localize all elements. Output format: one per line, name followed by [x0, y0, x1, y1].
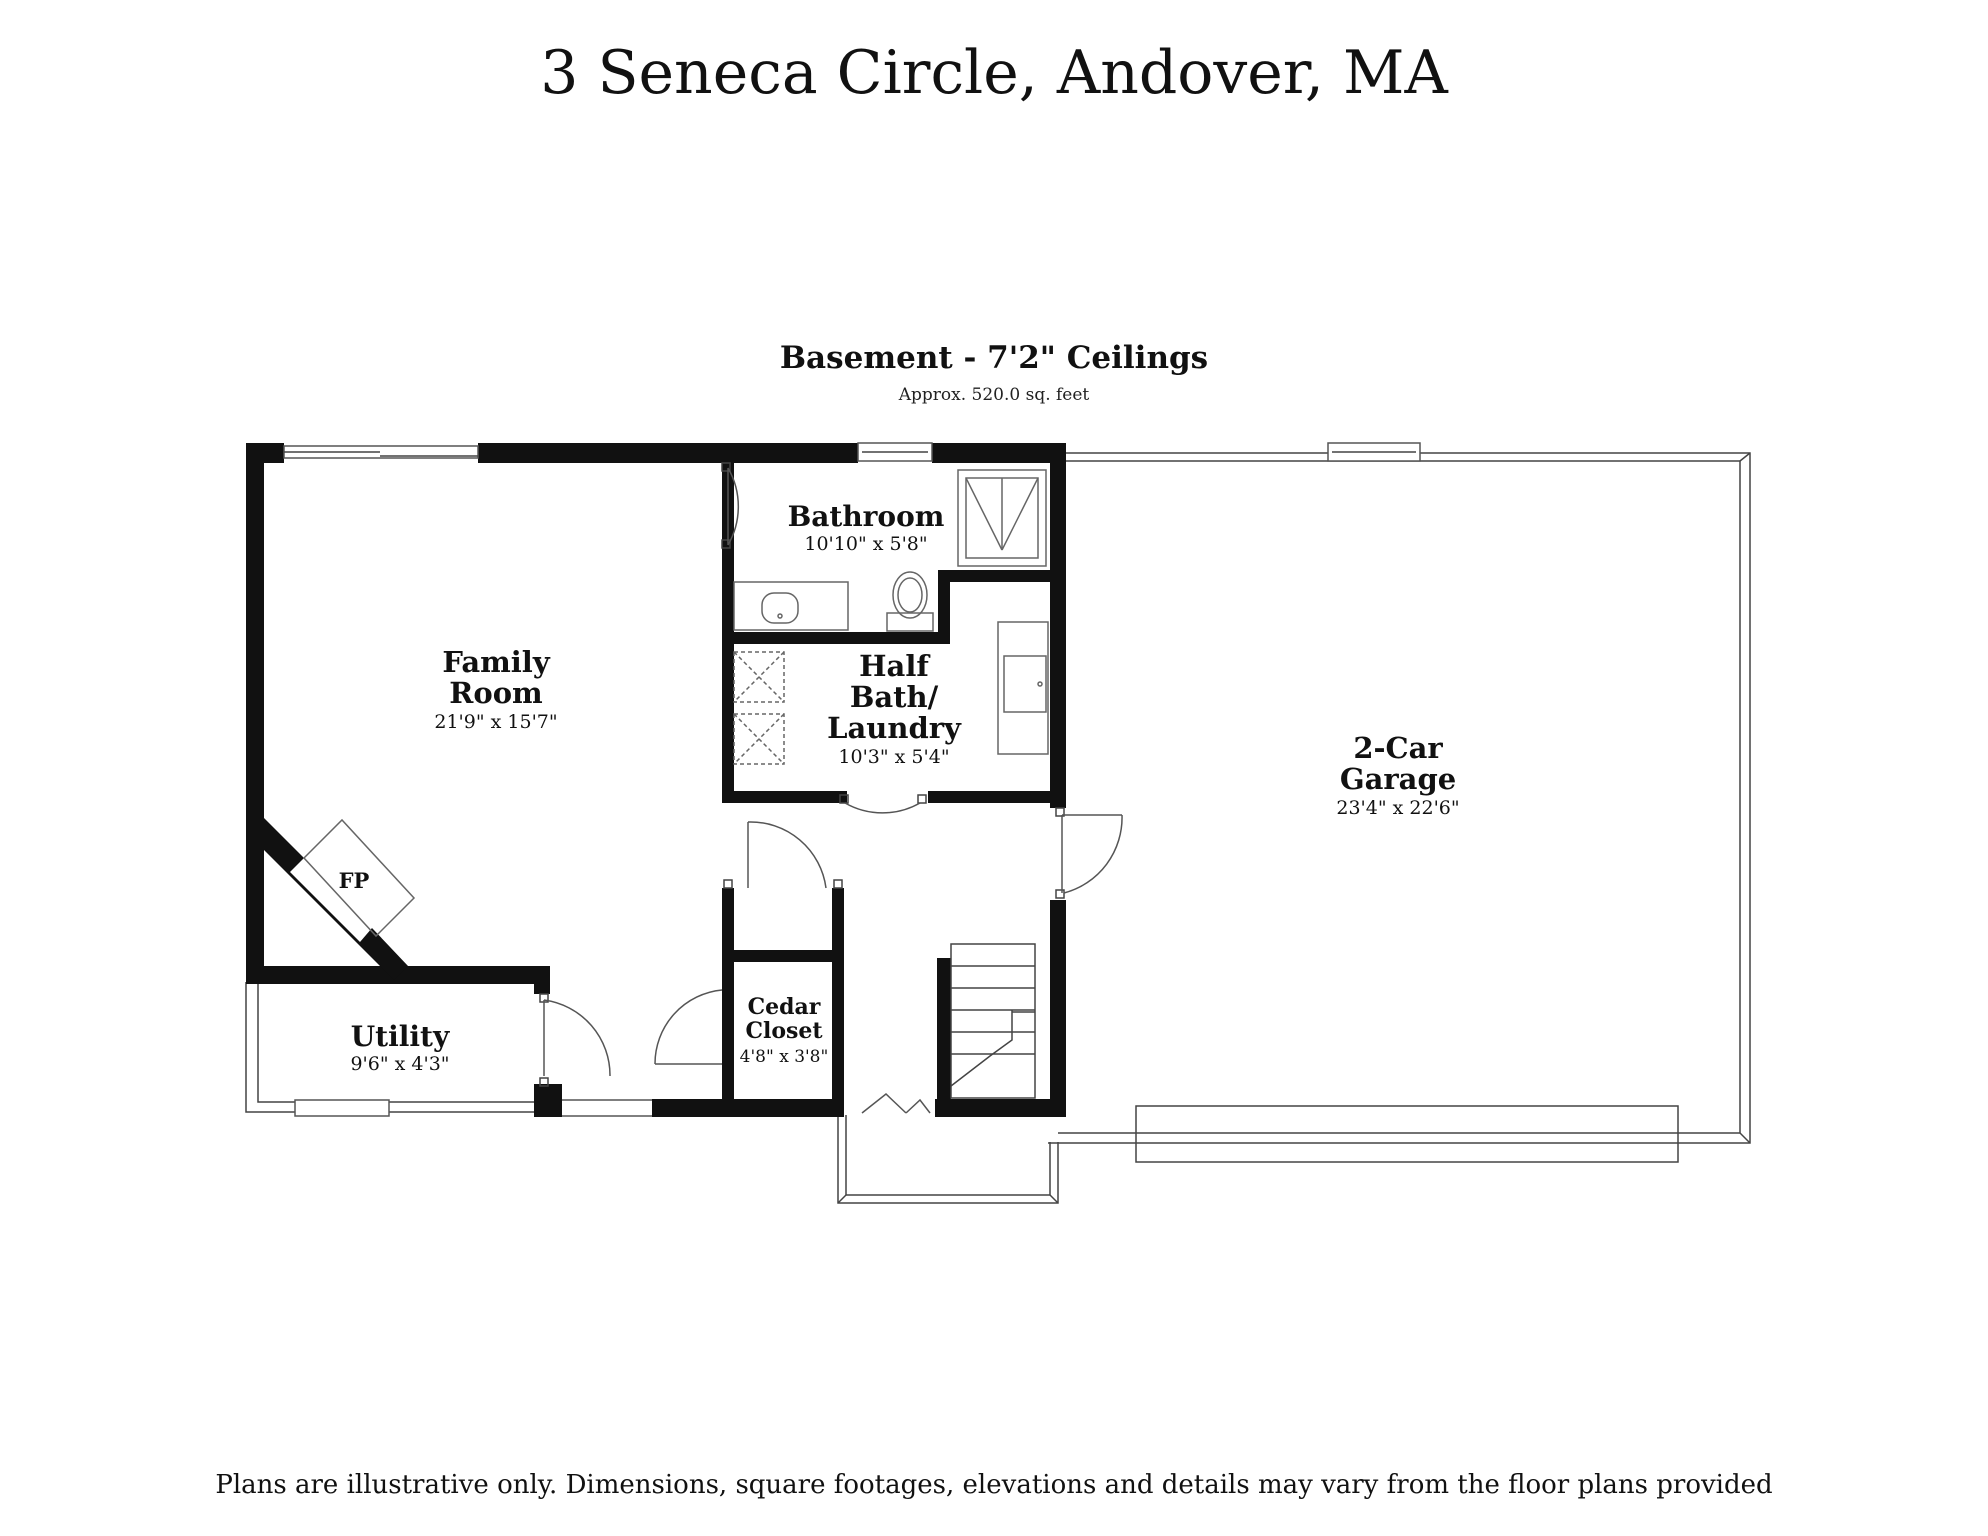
door-jambs — [539, 462, 1065, 1087]
fireplace-label: FP — [339, 868, 370, 893]
bathroom-dims: 10'10" x 5'8" — [804, 533, 927, 555]
floor-area: Approx. 520.0 sq. feet — [898, 385, 1090, 405]
utility-window — [294, 1099, 390, 1117]
page-title: 3 Seneca Circle, Andover, MA — [540, 38, 1448, 108]
half-bath-name-1: Half — [859, 649, 931, 683]
vanity-sink — [733, 581, 849, 631]
half-bath-name-3: Laundry — [827, 711, 962, 745]
walls — [246, 443, 1066, 1117]
family-room-name-2: Room — [449, 676, 543, 710]
washer — [733, 651, 785, 703]
toilet — [892, 571, 928, 619]
front-window — [559, 1099, 655, 1117]
fixtures — [302, 469, 1049, 938]
doors — [543, 467, 1123, 1114]
garage-dims: 23'4" x 22'6" — [1336, 797, 1459, 819]
stairs — [950, 943, 1036, 1099]
shower — [957, 469, 1047, 567]
utility-outline — [245, 982, 655, 1117]
disclaimer: Plans are illustrative only. Dimensions,… — [215, 1470, 1773, 1500]
top-windows — [283, 442, 933, 462]
garage-door — [1135, 1105, 1679, 1163]
family-room-name-1: Family — [442, 645, 551, 679]
cedar-closet-dims: 4'8" x 3'8" — [740, 1047, 829, 1067]
utility-name: Utility — [351, 1020, 450, 1053]
room-bathroom: Bathroom 10'10" x 5'8" — [788, 500, 945, 555]
room-family: Family Room 21'9" x 15'7" — [434, 645, 557, 733]
floor-title: Basement - 7'2" Ceilings — [779, 340, 1209, 376]
fireplace-hearth — [302, 818, 416, 938]
room-half-bath: Half Bath/ Laundry 10'3" x 5'4" — [827, 649, 962, 768]
family-room-dims: 21'9" x 15'7" — [434, 711, 557, 733]
room-cedar-closet: Cedar Closet 4'8" x 3'8" — [740, 994, 829, 1067]
half-bath-name-2: Bath/ — [850, 680, 939, 714]
bathroom-name: Bathroom — [788, 500, 945, 533]
utility-dims: 9'6" x 4'3" — [350, 1053, 449, 1075]
dryer — [733, 713, 785, 765]
half-bath-dims: 10'3" x 5'4" — [838, 746, 949, 768]
garage-name-1: 2-Car — [1353, 731, 1443, 765]
garage-outline — [1048, 442, 1751, 1163]
garage-name-2: Garage — [1340, 762, 1456, 796]
room-garage: 2-Car Garage 23'4" x 22'6" — [1336, 731, 1459, 819]
laundry-sink — [997, 621, 1049, 755]
entry-outline — [837, 1115, 1059, 1204]
room-utility: Utility 9'6" x 4'3" — [350, 1020, 450, 1075]
cedar-closet-name-2: Closet — [745, 1018, 823, 1044]
cedar-closet-name-1: Cedar — [748, 994, 821, 1020]
